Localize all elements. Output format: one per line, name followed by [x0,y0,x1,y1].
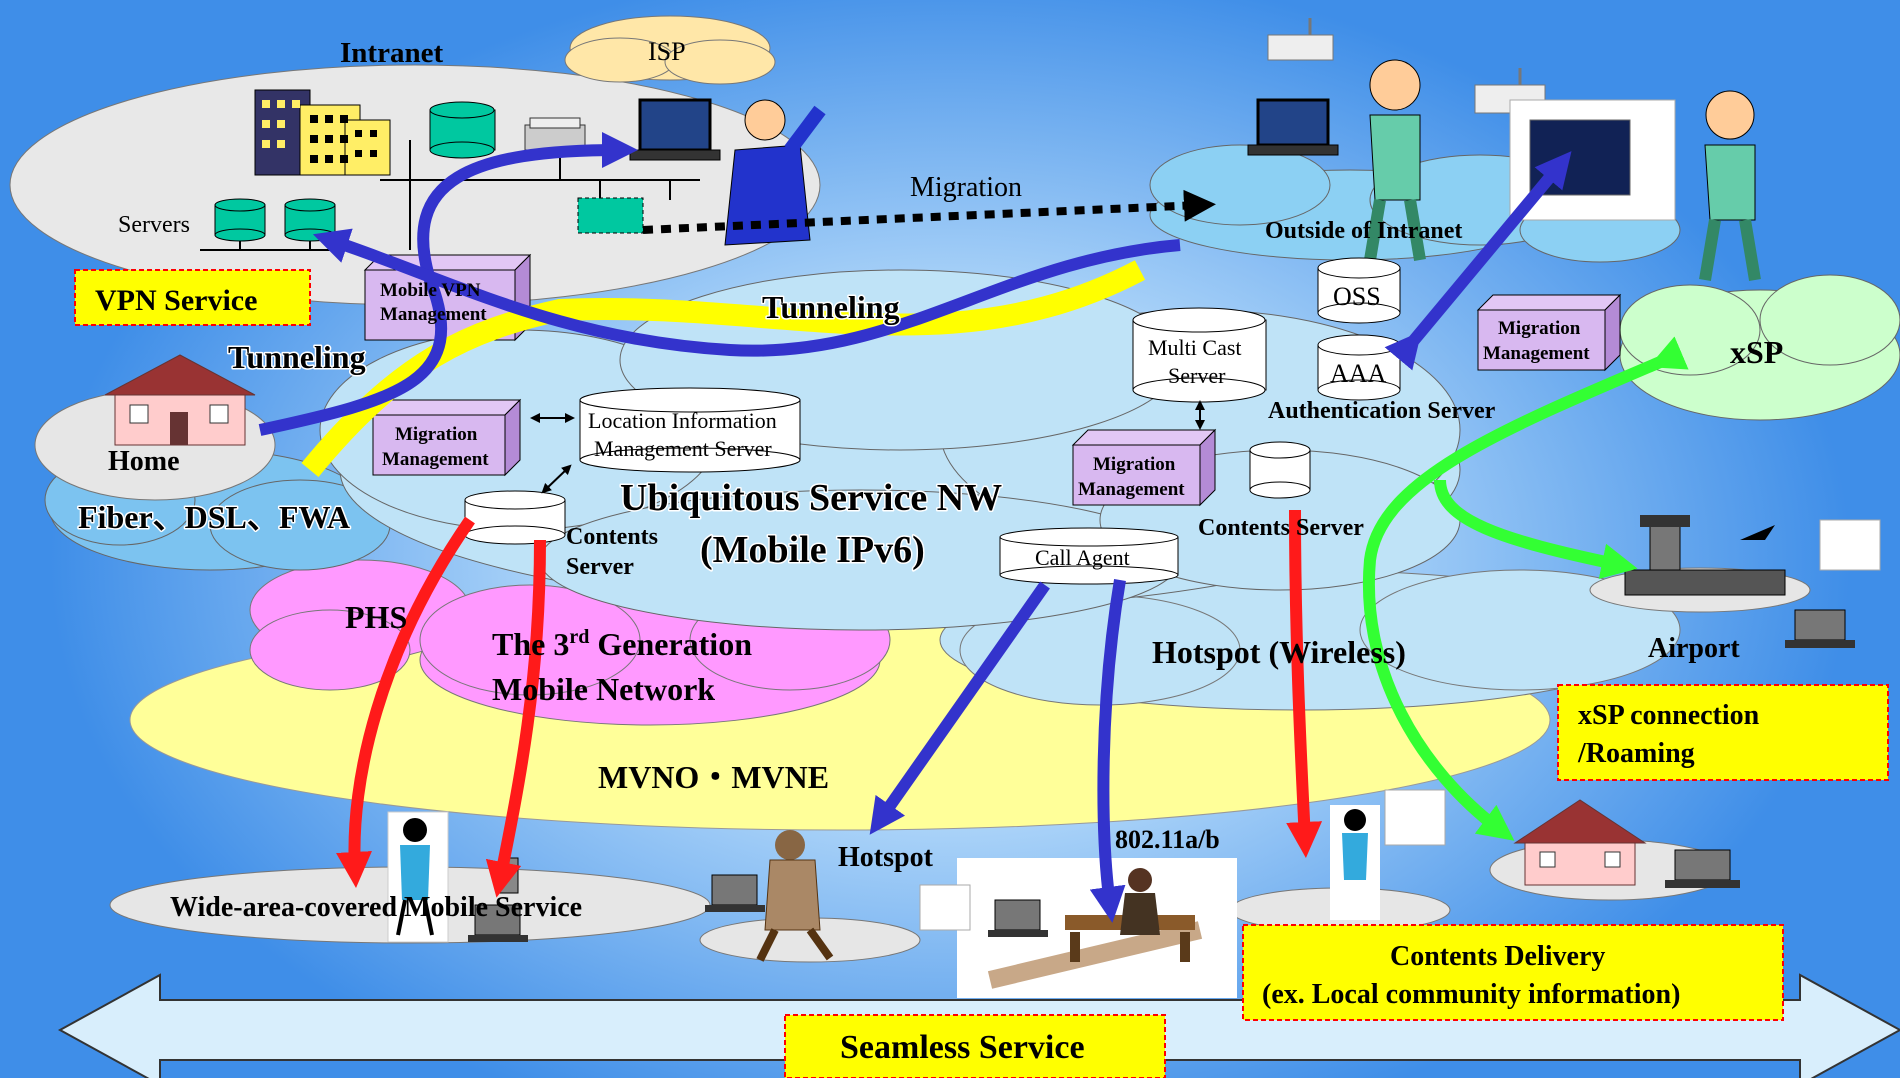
aaa-label: AAA [1330,359,1387,388]
laptop-icon [629,98,721,161]
location-info-server [579,387,801,473]
walking-businessman-icon [756,830,834,962]
laptop-icon [1247,98,1339,156]
multicast-server [1132,307,1267,403]
isp-cloud [564,15,776,85]
ubiquitous-title-1: Ubiquitous Service NW [620,477,1002,519]
intranet-server-db [429,101,496,159]
mobile-vpn-label-1: Mobile VPN [380,280,481,301]
seamless-service-label: Seamless Service [840,1029,1085,1066]
migration-mgmt-left-2: Management [382,449,489,470]
contents-server-left-label-1: Contents [566,524,658,550]
multicast-label-1: Multi Cast [1148,335,1242,360]
contents-delivery-box [1242,924,1784,1021]
oss-server [1317,257,1401,324]
contents-server-right-label: Contents Server [1198,515,1364,541]
xsp-connection-box [1557,684,1889,781]
tunneling-band [301,260,1146,477]
xsp-label: xSP [1730,334,1783,370]
migration-mgmt-right-1: Migration [1498,318,1581,339]
isp-label: ISP [648,37,686,66]
home-label: Home [108,446,180,477]
laptop-icon [705,874,765,912]
laptop-icon [1785,609,1855,648]
hotspot-wireless-label: Hotspot (Wireless) [1152,634,1406,670]
migration-mgmt-right-2: Management [1483,343,1590,364]
red-arrows [336,509,1323,898]
user-pointing-icon [1699,90,1761,281]
location-info-label-1: Location Information [588,408,777,433]
intranet-label: Intranet [340,37,443,69]
laptop-icon [468,904,528,942]
contents-server-left-label-2: Server [566,554,634,580]
airport-label: Airport [1648,633,1740,664]
contents-delivery-label-1: Contents Delivery [1390,941,1605,972]
oss-label: OSS [1333,282,1381,311]
vpn-service-label: VPN Service [95,284,257,317]
access-point-icon [1819,519,1881,571]
server-db-1 [214,198,266,242]
tunneling-label-left: Tunneling [228,339,366,375]
contents-delivery-label-2: (ex. Local community information) [1262,979,1680,1010]
3g-label-1: The 3rd Generation [492,626,752,662]
migration-mgmt-center-1: Migration [1093,454,1176,475]
phs-label: PHS [345,599,407,635]
multicast-label-2: Server [1168,363,1226,388]
vpn-service-box [74,269,311,326]
3g-label-2: Mobile Network [492,671,715,707]
laptop-icon [1665,849,1740,888]
walking-woman-icon [387,811,449,943]
blue-arrows [258,132,1572,923]
connector-loc-contents [541,464,572,494]
location-info-label-2: Management Server [594,436,772,461]
auth-server-label: Authentication Server [1268,398,1496,424]
xsp-connection-label-2: /Roaming [1577,738,1695,769]
mobile-vpn-label-2: Management [380,304,487,325]
walking-woman-icon [1330,805,1380,920]
servers-label: Servers [118,212,190,238]
phs-cloud [249,559,471,691]
house-icon [104,354,256,446]
contents-server-right [1249,441,1311,499]
call-agent-label: Call Agent [1035,545,1130,570]
access-point-icon [1267,18,1334,61]
migration-label: Migration [910,172,1022,203]
server-db-2 [284,198,336,242]
fiber-label: Fiber、DSL、FWA [78,499,350,535]
wide-area-label: Wide-area-covered Mobile Service [170,892,582,923]
house-icon [1513,799,1647,886]
migration-source-node [577,197,644,234]
call-agent-server [999,527,1179,585]
green-arrows [1362,336,1689,841]
tunneling-label-top: Tunneling [762,289,900,325]
building-icon [254,89,391,176]
contents-server-left [464,490,566,545]
mvno-label: MVNO・MVNE [598,759,829,795]
migration-mgmt-left-1: Migration [395,424,478,445]
migration-management-box-center [1071,428,1217,507]
ubiquitous-title-2: (Mobile IPv6) [700,529,925,571]
outside-intranet-label: Outside of Intranet [1265,218,1462,244]
xsp-connection-label-1: xSP connection [1578,700,1760,731]
migration-management-box-left [371,398,522,477]
airport-icon [1624,515,1786,596]
wlan-label: 802.11a/b [1115,825,1220,854]
access-point-icon [1384,789,1446,846]
access-point-icon [919,884,971,931]
hotspot-label: Hotspot [838,842,934,873]
migration-arrow [642,189,1216,234]
seamless-service-box [784,1014,1166,1078]
migration-mgmt-center-2: Management [1078,479,1185,500]
printer-icon [524,117,586,151]
laptop-icon [988,899,1048,937]
xsp-cloud [1619,274,1900,421]
